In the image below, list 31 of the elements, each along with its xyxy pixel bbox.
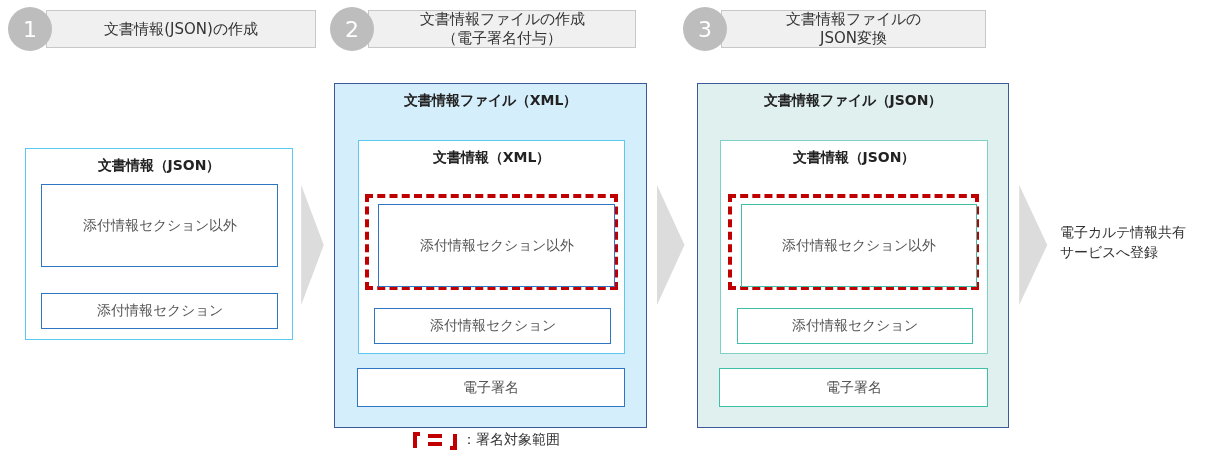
- box-title: 文書情報（JSON）: [792, 149, 916, 167]
- legend-text: ：署名対象範囲: [462, 431, 560, 449]
- section-box: 添付情報セクション以外: [378, 204, 615, 287]
- section-box: 電子署名: [719, 368, 988, 407]
- step-title: 文書情報(JSON)の作成: [46, 10, 316, 48]
- step-title: 文書情報ファイルの作成（電子署名付与）: [368, 10, 636, 48]
- step-title: 文書情報ファイルのJSON変換: [721, 10, 986, 48]
- signature-range-frame: [728, 194, 979, 290]
- step-number: 1: [8, 7, 52, 51]
- section-box: 添付情報セクション: [41, 293, 278, 329]
- chevron-arrow: [657, 185, 685, 305]
- container-box: [697, 83, 1009, 428]
- box-title: 文書情報（XML）: [432, 149, 551, 167]
- section-box: 添付情報セクション以外: [741, 204, 977, 287]
- signature-range-frame: [365, 194, 618, 290]
- section-box: 添付情報セクション: [737, 308, 973, 344]
- section-box: 添付情報セクション以外: [41, 184, 278, 267]
- section-box: 添付情報セクション: [374, 308, 611, 344]
- section-box: 電子署名: [357, 368, 625, 407]
- box-title: 文書情報（JSON）: [97, 157, 221, 175]
- box-title: 文書情報ファイル（JSON）: [763, 92, 943, 110]
- chevron-arrow: [301, 185, 324, 305]
- container-box: [358, 140, 625, 354]
- box-title: 文書情報ファイル（XML）: [403, 92, 578, 110]
- chevron-arrow: [1019, 185, 1048, 305]
- step-number: 2: [330, 7, 374, 51]
- container-box: [720, 140, 988, 354]
- step-number: 3: [683, 7, 727, 51]
- container-box: [25, 148, 293, 340]
- container-box: [334, 83, 647, 428]
- destination-text: 電子カルテ情報共有サービスへ登録: [1060, 222, 1192, 266]
